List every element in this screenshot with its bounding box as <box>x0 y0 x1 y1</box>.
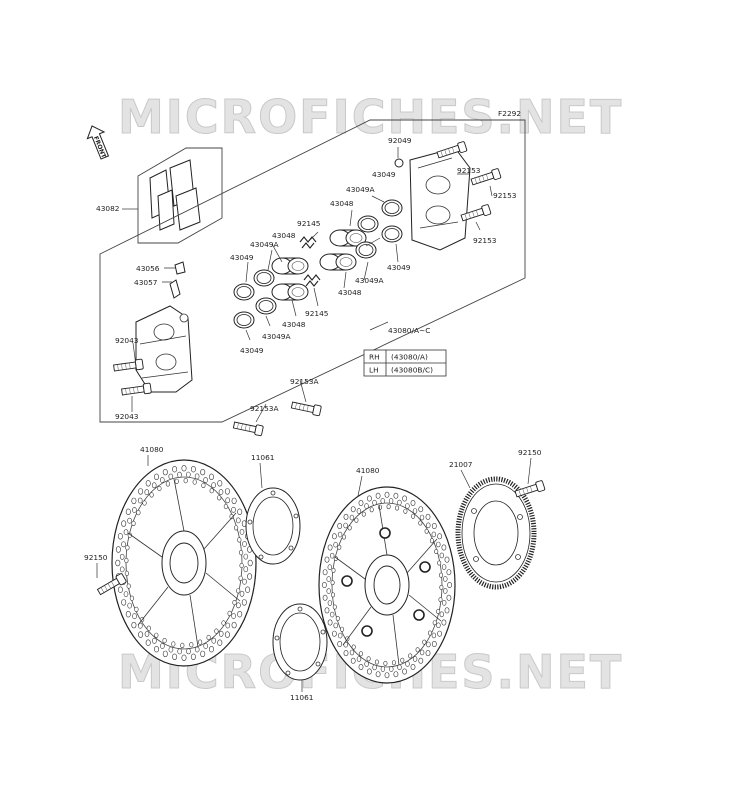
gasket-11061-upper <box>245 487 301 565</box>
part-label-92153a: 92153A <box>250 404 279 413</box>
piston-43048-lower2 <box>271 283 309 301</box>
part-label-41080: 41080 <box>140 445 164 454</box>
part-label-11061: 11061 <box>251 453 275 462</box>
washer-92049 <box>394 158 404 168</box>
part-label-92150: 92150 <box>518 448 542 457</box>
rh-lh-legend: RH (43080/A) LH (43080B/C) <box>363 349 447 377</box>
legend-rh-code: (43080/A) <box>391 353 428 362</box>
seal-43049a-upper2 <box>355 241 377 259</box>
part-label-92153a: 92153A <box>290 377 319 386</box>
caliper-kit-frame <box>99 119 526 423</box>
seal-43049a-lower2 <box>255 297 277 315</box>
part-label-43049a: 43049A <box>346 185 375 194</box>
part-label-43082: 43082 <box>96 204 120 213</box>
part-label-92043: 92043 <box>115 336 139 345</box>
part-label-43049a: 43049A <box>262 332 291 341</box>
diagram-code: F2292 <box>498 109 521 118</box>
part-label-41080: 41080 <box>356 466 380 475</box>
part-label-92153: 92153 <box>493 191 517 200</box>
spring-92145-1 <box>299 236 317 249</box>
part-label-92043: 92043 <box>115 412 139 421</box>
part-label-43049: 43049 <box>387 263 411 272</box>
part-label-43049a: 43049A <box>250 240 279 249</box>
bolt-92153a-2 <box>232 419 264 437</box>
part-label-92153: 92153 <box>457 166 481 175</box>
seal-43049-upper <box>381 199 403 217</box>
part-label-43048: 43048 <box>338 288 362 297</box>
part-label-43049: 43049 <box>372 170 396 179</box>
seal-43049a-upper <box>357 215 379 233</box>
part-label-43057: 43057 <box>134 278 158 287</box>
piston-43048-lower <box>271 257 309 275</box>
legend-rh-side: RH <box>369 353 380 362</box>
brake-pad-set <box>137 147 223 244</box>
part-label-92145: 92145 <box>305 309 329 318</box>
spring-92145-2 <box>303 274 321 287</box>
seal-43049-lower <box>233 283 255 301</box>
abs-rotor-21007 <box>455 476 537 590</box>
piston-43048-upper2 <box>319 253 357 271</box>
part-label-43049: 43049 <box>230 253 254 262</box>
part-label-43056: 43056 <box>136 264 160 273</box>
brake-disc-left <box>111 459 257 667</box>
bleeder-valve <box>169 261 186 299</box>
part-label-92153: 92153 <box>473 236 497 245</box>
brake-disc-right <box>318 486 456 684</box>
legend-lh-side: LH <box>369 366 379 375</box>
part-label-43048: 43048 <box>330 199 354 208</box>
part-label-43080: 43080/A~C <box>388 326 430 335</box>
seal-43049-upper2 <box>381 225 403 243</box>
part-label-43048: 43048 <box>272 231 296 240</box>
part-label-92145: 92145 <box>297 219 321 228</box>
part-label-92049: 92049 <box>388 136 412 145</box>
part-label-21007: 21007 <box>449 460 473 469</box>
part-label-11061: 11061 <box>290 693 314 702</box>
caliper-outer-half <box>409 147 471 251</box>
part-label-43049a: 43049A <box>355 276 384 285</box>
part-label-43049: 43049 <box>240 346 264 355</box>
watermark-top: MICROFICHES.NET <box>118 90 623 144</box>
legend-lh-code: (43080B/C) <box>391 366 433 375</box>
bolt-92043-2 <box>120 382 152 398</box>
part-label-43048: 43048 <box>282 320 306 329</box>
front-arrow-icon: FRONT <box>86 125 110 160</box>
seal-43049a-lower <box>253 269 275 287</box>
gasket-11061-lower <box>272 603 328 681</box>
caliper-inner-half <box>135 305 193 393</box>
bolt-92153a-1 <box>290 399 322 417</box>
part-label-92150: 92150 <box>84 553 108 562</box>
seal-43049-lower2 <box>233 311 255 329</box>
bolt-92150-right <box>514 479 546 500</box>
